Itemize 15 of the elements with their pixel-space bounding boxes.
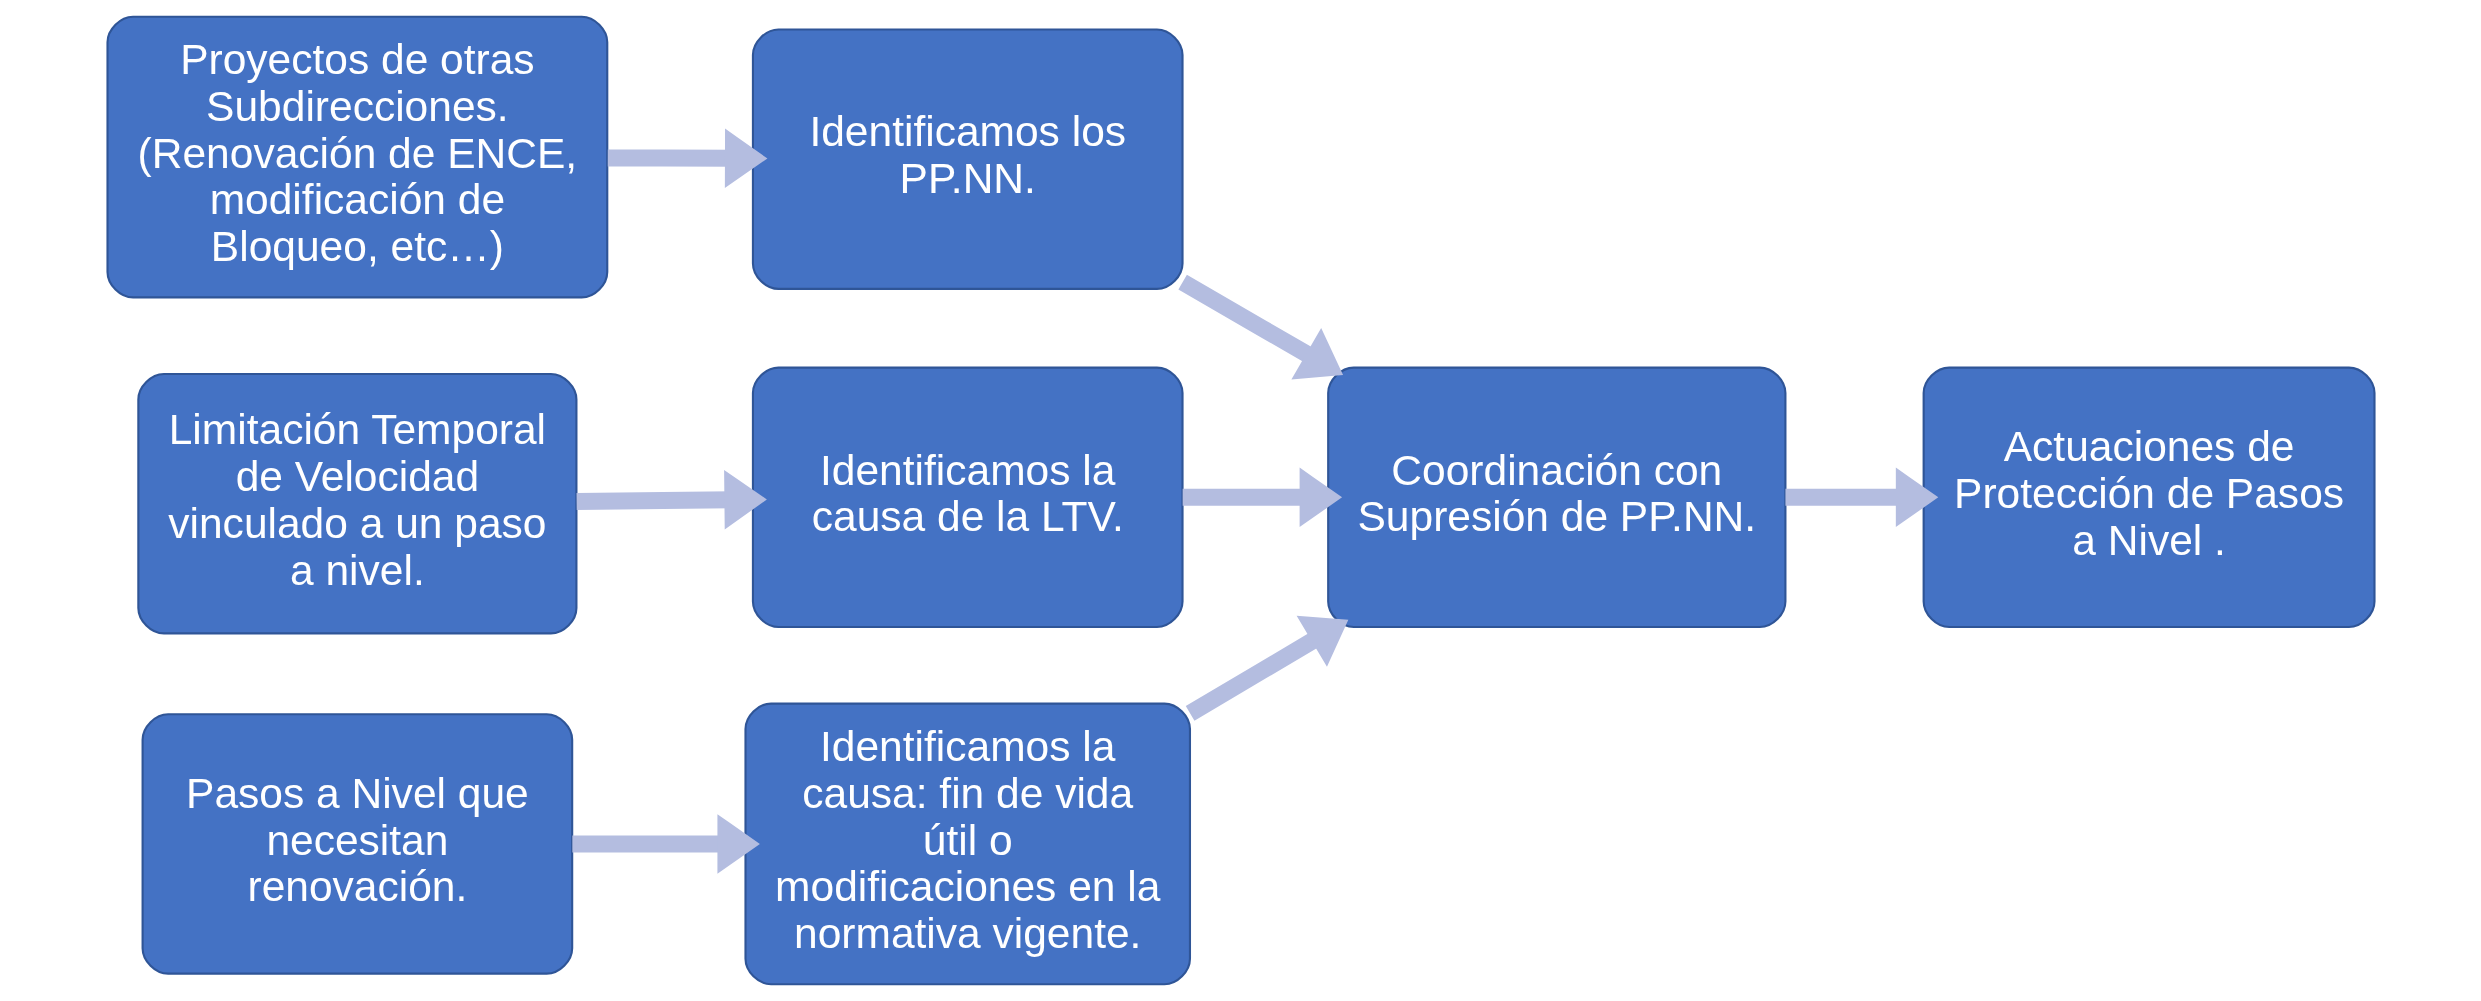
node-box: Pasos a Nivel que necesitan renovación. (141, 713, 573, 975)
arrow (607, 128, 767, 189)
arrow (1177, 274, 1343, 380)
arrow (1182, 467, 1342, 528)
node-box: Identificamos la causa de la LTV. (751, 366, 1184, 629)
node-box: Proyectos de otras Subdirecciones. (Renovación de ENCE, modificación de Bloqueo, etc…) (105, 15, 608, 299)
node-box: Limitación Temporal de Velocidad vinculado a un paso a nivel. (136, 372, 577, 635)
node-box: Identificamos la causa: fin de vida útil o modificaciones en la normativa vigente. (743, 702, 1191, 986)
arrow (571, 814, 760, 874)
arrow (1185, 615, 1348, 721)
arrow (1784, 467, 1938, 528)
node-box: Actuaciones de Protección de Pasos a Nivel . (1922, 366, 2376, 629)
arrow (576, 470, 767, 530)
node-box: Coordinación con Supresión de PP.NN. (1326, 366, 1786, 629)
node-box: Identificamos los PP.NN. (751, 28, 1184, 290)
